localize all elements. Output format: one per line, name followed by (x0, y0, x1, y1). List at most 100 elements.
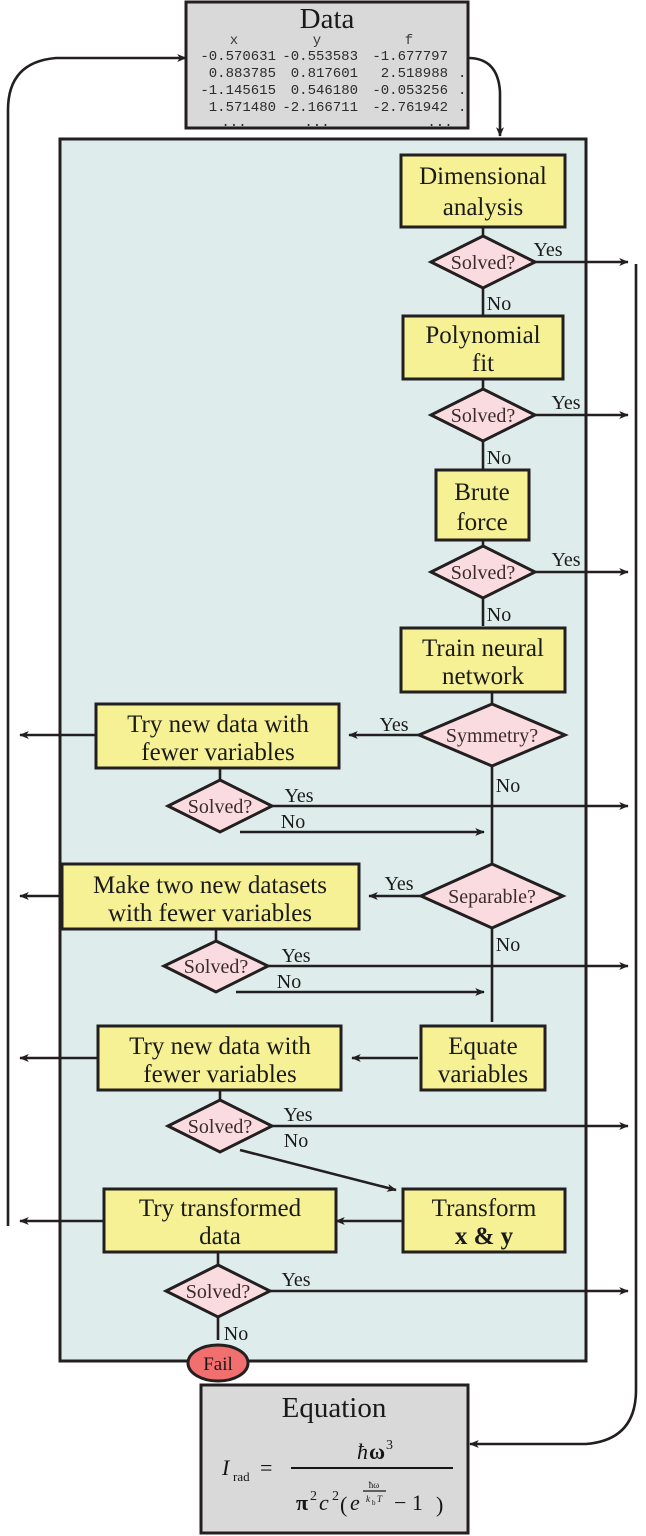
left-return-bus (6, 54, 187, 1226)
data-col-x: x (230, 33, 238, 49)
edge-label-no: No (284, 1130, 308, 1152)
process-label-line2: data (199, 1223, 241, 1250)
equation-equals: = (260, 1455, 272, 1480)
process-label-line1: Try new data with (129, 1033, 311, 1060)
equation-denominator-e: e (350, 1490, 360, 1515)
decision-node[interactable]: Separable? (417, 862, 567, 930)
process-label-line1: Polynomial (425, 322, 540, 349)
process-node[interactable]: Try new data with fewer variables (96, 1024, 343, 1092)
process-label-line2: fit (472, 350, 494, 377)
process-node[interactable]: Brute force (434, 468, 531, 542)
decision-label: Solved? (451, 562, 516, 584)
equation-exponent-denominator-sub: b (372, 1499, 376, 1507)
decision-node[interactable]: Solved? (427, 544, 539, 600)
edge-label-no: No (487, 604, 511, 626)
data-col-f: f (405, 33, 413, 49)
fail-terminal[interactable]: Fail (186, 1343, 250, 1383)
data-row: 1.571480 -2.166711 -2.761942 . (209, 100, 467, 116)
decision-label: Solved? (188, 1116, 253, 1138)
decision-node[interactable]: Solved? (164, 778, 276, 834)
decision-label: Solved? (184, 956, 249, 978)
decision-label: Solved? (188, 796, 253, 818)
process-node[interactable]: Try new data with fewer variables (94, 702, 341, 770)
equation-denominator-pi-exponent: 2 (310, 1489, 317, 1504)
edge-label-no: No (496, 934, 520, 956)
equation-denominator-c-exponent: 2 (332, 1489, 339, 1504)
edge-label-no: No (277, 971, 301, 993)
decision-label: Solved? (451, 405, 516, 427)
decision-node[interactable]: Solved? (160, 939, 272, 994)
svg-text:-1.145615: -1.145615 (200, 83, 276, 99)
right-exit-bus (469, 264, 638, 1448)
edge-label-no: No (487, 447, 511, 469)
process-label-line2: force (456, 509, 507, 536)
svg-text:-0.570631: -0.570631 (200, 49, 276, 65)
equation-exponent-denominator-T: T (377, 1494, 383, 1504)
equation-exponent-denominator-k: k (366, 1494, 371, 1504)
edge-label-yes: Yes (379, 714, 408, 736)
edge-label-yes: Yes (284, 785, 313, 807)
equation-numerator-hbar: ħ (357, 1439, 368, 1464)
edge-label-yes: Yes (283, 1104, 312, 1126)
fail-label: Fail (203, 1354, 233, 1375)
process-node[interactable]: Dimensional analysis (399, 153, 567, 229)
svg-text:-1.677797: -1.677797 (372, 49, 448, 65)
edge-labels: Yes No Yes No Yes No Yes No Yes No Yes N… (224, 239, 581, 1345)
svg-text:-2.761942: -2.761942 (372, 100, 448, 116)
process-node[interactable]: Train neural network (399, 626, 567, 694)
equation-numerator-omega: ω (369, 1439, 385, 1464)
equation-denominator-open-paren: ( (340, 1492, 347, 1517)
data-box-title: Data (300, 3, 355, 35)
data-row: -0.570631 -0.553583 -1.677797 (200, 49, 448, 65)
svg-text:0.546180: 0.546180 (291, 83, 358, 99)
data-row-ellipsis: ... ... ... (221, 115, 452, 131)
process-label-line2: variables (438, 1061, 528, 1088)
equation-box: Equation I rad = ħ ω 3 π 2 c 2 ( e ħω k … (199, 1383, 470, 1535)
decision-node[interactable]: Solved? (162, 1263, 274, 1319)
svg-text:1.571480: 1.571480 (209, 100, 276, 116)
process-label-line1: Try new data with (127, 711, 309, 738)
decision-node[interactable]: Symmetry? (415, 702, 569, 768)
decision-label: Solved? (186, 1281, 251, 1303)
edge-label-yes: Yes (281, 1269, 310, 1291)
equation-lhs: I (221, 1455, 231, 1480)
process-label-line1: Dimensional (419, 163, 547, 190)
process-label-line1: Train neural (422, 635, 544, 662)
svg-text:2.518988: 2.518988 (381, 66, 448, 82)
process-node[interactable]: Transform x & y (401, 1187, 567, 1254)
equation-numerator-exponent: 3 (386, 1438, 393, 1453)
process-node[interactable]: Polynomial fit (401, 314, 565, 381)
decision-node[interactable]: Solved? (164, 1098, 276, 1154)
process-label-line2: analysis (443, 194, 524, 221)
process-label-line2: x & y (455, 1223, 514, 1250)
edge-label-yes: Yes (551, 392, 580, 414)
svg-text:.: . (458, 100, 466, 116)
process-node[interactable]: Try transformed data (102, 1187, 338, 1254)
data-box: Data x y f -0.570631 -0.553583 -1.677797… (184, 0, 470, 131)
data-col-y: y (313, 33, 321, 49)
equation-denominator-pi: π (296, 1490, 308, 1515)
process-label-line1: Brute (454, 479, 510, 506)
svg-text:...: ... (427, 115, 452, 131)
svg-text:0.883785: 0.883785 (209, 66, 276, 82)
decision-node[interactable]: Solved? (427, 387, 539, 443)
process-label-line2: fewer variables (141, 739, 294, 766)
svg-text:...: ... (221, 115, 246, 131)
decision-label: Separable? (448, 886, 536, 908)
process-label-line2: fewer variables (143, 1061, 296, 1088)
routing-lines (6, 54, 638, 1448)
svg-text:-0.553583: -0.553583 (282, 49, 358, 65)
decision-node[interactable]: Solved? (427, 234, 539, 290)
process-label-line1: Make two new datasets (93, 872, 327, 899)
edge-label-yes: Yes (551, 549, 580, 571)
svg-text:-0.053256: -0.053256 (372, 83, 448, 99)
process-label-line2: with fewer variables (108, 900, 312, 927)
equation-exponent-numerator: ħω (369, 1480, 380, 1490)
process-node[interactable]: Make two new datasets with fewer variabl… (60, 862, 361, 931)
svg-text:...: ... (304, 115, 329, 131)
process-node[interactable]: Equate variables (419, 1024, 547, 1092)
process-label-line1: Transform (432, 1195, 537, 1222)
edge-label-no: No (487, 293, 511, 315)
decision-label: Symmetry? (446, 725, 538, 747)
edge-label-yes: Yes (533, 239, 562, 261)
